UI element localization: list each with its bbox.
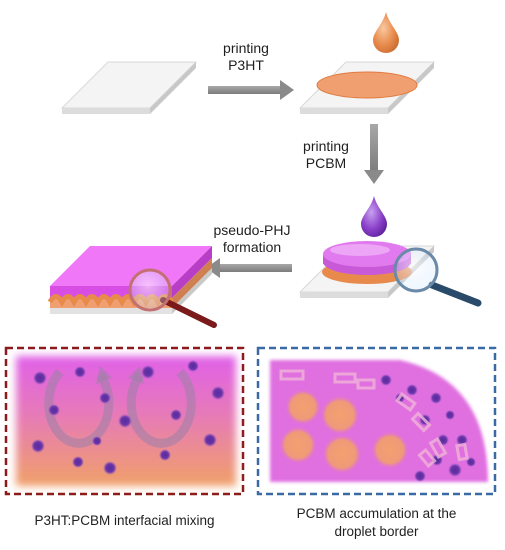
step1-label: printing P3HT: [216, 40, 276, 74]
right-panel-caption: PCBM accumulation at the droplet border: [258, 505, 495, 541]
p3ht-film-substrate: [298, 61, 436, 114]
step3-label-line1: pseudo-PHJ: [213, 222, 291, 238]
magnifier-icon-right: [393, 247, 482, 307]
arrow-down-printing-pcbm: [364, 124, 384, 184]
pcbm-droplet: [361, 196, 387, 237]
step2-label-line2: PCBM: [305, 155, 347, 171]
right-panel-caption-line1: PCBM accumulation at the: [296, 506, 457, 521]
step2-label: printing PCBM: [296, 138, 356, 172]
right-panel-caption-line2: droplet border: [334, 524, 419, 539]
bare-substrate: [60, 61, 198, 114]
step2-label-line1: printing: [303, 138, 349, 154]
step3-label: pseudo-PHJ formation: [212, 222, 292, 256]
p3ht-droplet: [373, 12, 399, 53]
pcbm-accumulation-panel: [256, 346, 497, 496]
step3-label-line2: formation: [222, 239, 282, 255]
magnifier-icon-left: [128, 268, 217, 328]
step1-label-line1: printing: [223, 40, 269, 56]
step1-label-line2: P3HT: [228, 57, 264, 73]
interfacial-mixing-panel: [4, 346, 245, 496]
arrow-right-printing-p3ht: [208, 80, 294, 100]
left-panel-caption: P3HT:PCBM interfacial mixing: [34, 513, 215, 528]
arrow-left-pseudo-phj: [206, 258, 292, 278]
